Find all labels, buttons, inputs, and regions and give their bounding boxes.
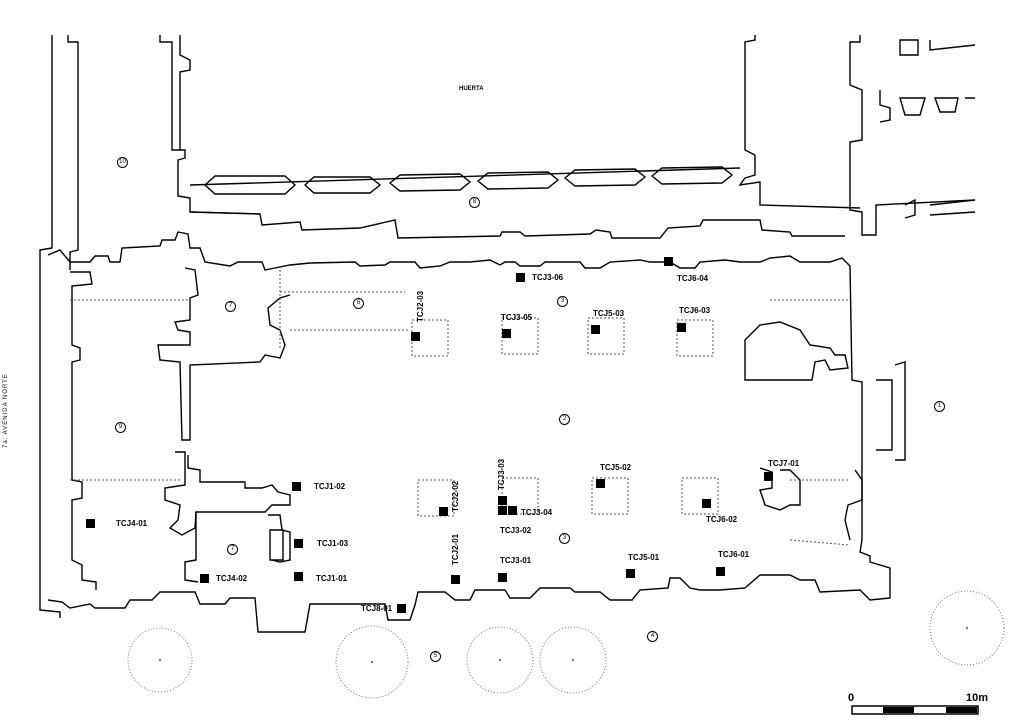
test-pit-marker <box>498 506 507 515</box>
test-pit-marker <box>677 323 686 332</box>
test-pit-marker <box>294 539 303 548</box>
test-pit-marker <box>292 482 301 491</box>
test-pit-label: TCJ4-01 <box>116 519 148 528</box>
church-outer-wall <box>47 231 891 633</box>
right-transept-walls <box>759 467 863 541</box>
test-pit-label: TCJ6-04 <box>677 274 709 283</box>
scale-end-label: 10m <box>966 692 989 704</box>
test-pit-label: TCJ7-01 <box>768 459 800 468</box>
right-annex-walls <box>744 321 849 381</box>
test-pit-label: TCJ3-04 <box>521 508 553 517</box>
right-entrance-wall <box>876 361 906 461</box>
vault-outline <box>279 270 851 546</box>
huerta-label: HUERTA <box>459 86 484 92</box>
test-pit-label: TCJ1-03 <box>317 539 349 548</box>
test-pit-label: TCJ3-02 <box>500 526 532 535</box>
test-pit-marker <box>411 332 420 341</box>
garden-upper-wall <box>189 35 861 209</box>
test-pit-marker <box>716 567 725 576</box>
test-pit-marker <box>508 506 517 515</box>
test-pit-label: TCJ3-06 <box>532 273 564 282</box>
test-pit-label: TCJ2-03 <box>416 290 425 322</box>
space-number-1: 1 <box>934 401 945 412</box>
pillar-outline <box>417 479 455 517</box>
chapel-lower-walls <box>184 512 291 583</box>
space-number-3: 3 <box>559 533 570 544</box>
test-pit-label: TCJ1-01 <box>316 574 348 583</box>
test-pit-marker <box>498 496 507 505</box>
upper-right-wall <box>904 198 976 219</box>
scale-bar <box>851 705 979 715</box>
left-corridor-wall <box>39 35 261 618</box>
space-number-7: 7 <box>227 544 238 555</box>
test-pit-label: TCJ3-01 <box>500 556 532 565</box>
test-pit-label: TCJ1-02 <box>314 482 346 491</box>
baptistry-walls <box>157 267 291 441</box>
garden-right-wall <box>849 35 976 236</box>
test-pit-label: TCJ2-02 <box>451 480 460 512</box>
pillar-outline <box>591 477 629 515</box>
test-pit-label: TCJ5-02 <box>600 463 632 472</box>
test-pit-label: TCJ3-05 <box>501 313 533 322</box>
choir-outline <box>70 299 190 481</box>
sacristy-wall <box>269 529 284 561</box>
tree <box>127 627 193 693</box>
space-number-8: 8 <box>469 197 480 208</box>
test-pit-marker <box>451 575 460 584</box>
space-number-4: 4 <box>647 631 658 642</box>
tree <box>335 625 409 699</box>
test-pit-marker <box>516 273 525 282</box>
pillar-outline <box>676 319 714 357</box>
pillar-outline <box>681 477 719 515</box>
test-pit-marker <box>294 572 303 581</box>
pillar-outline <box>587 317 625 355</box>
left-room-walls <box>70 271 97 590</box>
scale-start-label: 0 <box>848 692 855 704</box>
test-pit-marker <box>397 604 406 613</box>
space-number-9: 9 <box>115 422 126 433</box>
space-number-7: 7 <box>225 301 236 312</box>
test-pit-marker <box>596 479 605 488</box>
garden-planter <box>203 166 734 195</box>
space-number-5: 5 <box>430 651 441 662</box>
test-pit-label: TCJ2-01 <box>451 533 460 565</box>
upper-right-structures <box>879 39 976 123</box>
tree <box>466 626 534 694</box>
test-pit-marker <box>86 519 95 528</box>
space-number-3: 3 <box>557 296 568 307</box>
tree <box>929 590 1005 666</box>
test-pit-marker <box>664 257 673 266</box>
test-pit-label: TCJ6-03 <box>679 306 711 315</box>
chapel-walls <box>164 451 291 536</box>
test-pit-label: TCJ4-02 <box>216 574 248 583</box>
test-pit-marker <box>439 507 448 516</box>
upper-left-wall <box>179 35 191 150</box>
space-number-6: 6 <box>353 298 364 309</box>
tree <box>539 626 607 694</box>
street-label: 7a. AVENIDA NORTE <box>3 373 9 448</box>
test-pit-marker <box>702 499 711 508</box>
test-pit-label: TCJ5-03 <box>593 309 625 318</box>
test-pit-marker <box>626 569 635 578</box>
test-pit-label: TCJ8-01 <box>361 604 393 613</box>
space-number-10: 10 <box>117 157 128 168</box>
test-pit-marker <box>498 573 507 582</box>
test-pit-marker <box>200 574 209 583</box>
garden-bottom-wall <box>189 211 845 239</box>
test-pit-marker <box>502 329 511 338</box>
test-pit-label: TCJ6-01 <box>718 550 750 559</box>
test-pit-label: TCJ6-02 <box>706 515 738 524</box>
space-number-2: 2 <box>559 414 570 425</box>
test-pit-marker <box>591 325 600 334</box>
test-pit-label: TCJ3-03 <box>497 458 506 490</box>
test-pit-marker <box>764 472 773 481</box>
test-pit-label: TCJ5-01 <box>628 553 660 562</box>
